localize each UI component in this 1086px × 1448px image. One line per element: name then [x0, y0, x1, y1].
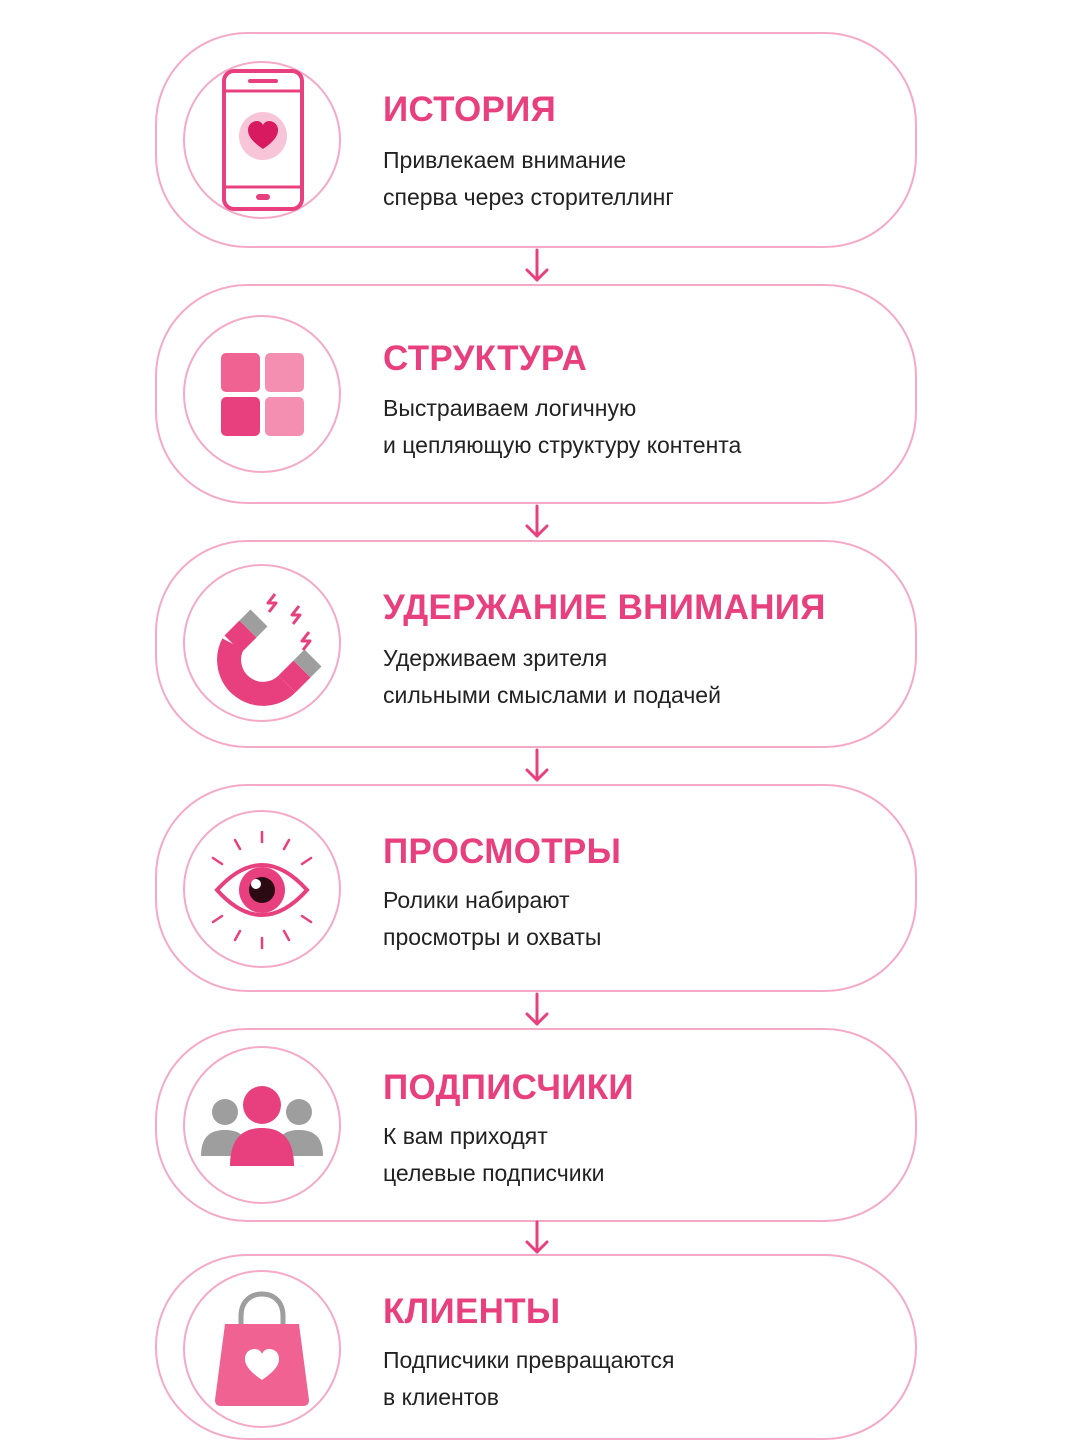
step-description-line: К вам приходят [383, 1123, 548, 1149]
magnet-icon [217, 593, 322, 706]
step-description-line: Выстраиваем логичную [383, 395, 637, 421]
step-description-line: Привлекаем внимание [383, 147, 627, 173]
step-description: Подписчики превращаются в клиентов [383, 1342, 674, 1416]
step-title: СТРУКТУРА [383, 339, 588, 378]
step-description-line: Удерживаем зрителя [383, 645, 608, 671]
arrow-down-icon [525, 248, 549, 282]
phone-heart-icon [222, 69, 304, 211]
icon-circle [183, 315, 341, 473]
step-description-line: Ролики набирают [383, 887, 570, 913]
step-description: К вам приходят целевые подписчики [383, 1118, 605, 1192]
icon-circle [183, 564, 341, 722]
step-description-line: Подписчики превращаются [383, 1347, 675, 1373]
step-title: КЛИЕНТЫ [383, 1292, 561, 1331]
step-card-structure: СТРУКТУРА Выстраиваем логичную и цепляющ… [155, 284, 917, 504]
step-description-line: целевые подписчики [383, 1160, 605, 1186]
eye-icon [211, 830, 313, 950]
step-description-line: сильными смыслами и подачей [383, 682, 721, 708]
step-card-clients: КЛИЕНТЫ Подписчики превращаются в клиент… [155, 1254, 917, 1440]
icon-circle [183, 1270, 341, 1428]
step-description-line: в клиентов [383, 1384, 499, 1410]
icon-circle [183, 810, 341, 968]
step-card-views: ПРОСМОТРЫ Ролики набирают просмотры и ох… [155, 784, 917, 992]
step-description-line: сперва через сторителлинг [383, 184, 674, 210]
step-title: ПОДПИСЧИКИ [383, 1068, 634, 1107]
grid-icon [221, 353, 304, 436]
arrow-down-icon [525, 992, 549, 1026]
shopping-bag-icon [215, 1291, 309, 1406]
step-description: Ролики набирают просмотры и охваты [383, 882, 601, 956]
step-title: УДЕРЖАНИЕ ВНИМАНИЯ [383, 588, 826, 627]
step-title: ПРОСМОТРЫ [383, 832, 622, 871]
step-card-history: ИСТОРИЯ Привлекаем внимание сперва через… [155, 32, 917, 248]
arrow-down-icon [525, 1220, 549, 1254]
icon-circle [183, 1046, 341, 1204]
step-description-line: и цепляющую структуру контента [383, 432, 742, 458]
step-description: Удерживаем зрителя сильными смыслами и п… [383, 640, 721, 714]
users-icon [201, 1086, 323, 1166]
step-card-subscribers: ПОДПИСЧИКИ К вам приходят целевые подпис… [155, 1028, 917, 1222]
step-description: Привлекаем внимание сперва через сторите… [383, 142, 674, 216]
icon-circle [183, 61, 341, 219]
step-description: Выстраиваем логичную и цепляющую структу… [383, 390, 741, 464]
arrow-down-icon [525, 748, 549, 782]
arrow-down-icon [525, 504, 549, 538]
step-card-retention: УДЕРЖАНИЕ ВНИМАНИЯ Удерживаем зрителя си… [155, 540, 917, 748]
step-title: ИСТОРИЯ [383, 90, 557, 129]
step-description-line: просмотры и охваты [383, 924, 602, 950]
